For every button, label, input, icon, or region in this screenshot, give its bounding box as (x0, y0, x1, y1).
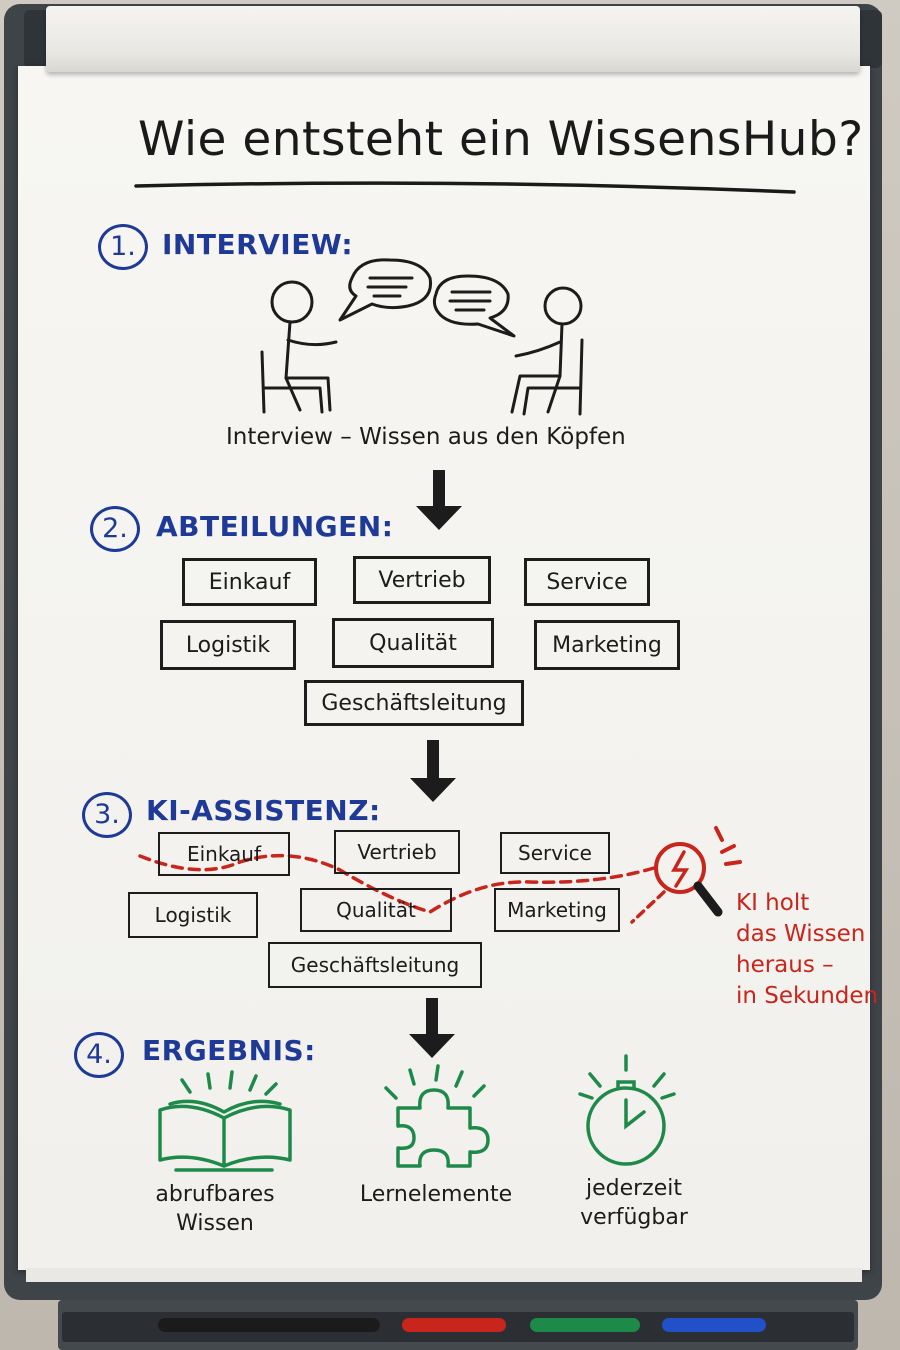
black-marker[interactable] (158, 1318, 380, 1332)
step-3-number: 3. (82, 792, 132, 838)
page-title: Wie entsteht ein WissensHub? (138, 112, 864, 167)
ai-note-line: heraus – (736, 952, 834, 978)
left-person-head (270, 280, 314, 324)
puzzle-piece-icon (384, 1064, 490, 1168)
dept-box-marketing: Marketing (534, 620, 680, 670)
step-4-title: ERGEBNIS: (142, 1034, 316, 1067)
arrow-down-2 (410, 740, 456, 802)
result-label-jederzeit-verfuegbar: jederzeit verfügbar (566, 1174, 702, 1232)
open-book-icon (158, 1070, 292, 1172)
ai-dept-box-marketing: Marketing (494, 888, 620, 932)
dept-box-qualitaet: Qualität (332, 618, 494, 668)
magnifier-icon (654, 826, 742, 917)
result-label-line: verfügbar (580, 1205, 688, 1230)
step-4-number: 4. (74, 1032, 124, 1078)
arrow-down-1 (416, 470, 462, 530)
step-1-number: 1. (98, 224, 148, 270)
ai-dept-box-geschaeftsleitung: Geschäftsleitung (268, 942, 482, 988)
ai-note-line: das Wissen (736, 921, 866, 947)
step-3-title: KI-ASSISTENZ: (146, 794, 381, 827)
ai-note-line: in Sekunden (736, 983, 879, 1009)
dept-box-service: Service (524, 558, 650, 606)
title-underline (134, 181, 796, 194)
red-marker[interactable] (402, 1318, 506, 1332)
result-label-line: Wissen (176, 1211, 254, 1236)
ai-dept-box-vertrieb: Vertrieb (334, 830, 460, 874)
right-person-head (543, 286, 583, 326)
dept-box-geschaeftsleitung: Geschäftsleitung (304, 680, 524, 726)
blue-marker[interactable] (662, 1318, 766, 1332)
interview-illustration (260, 258, 584, 416)
paper-bottom-edge (26, 1268, 862, 1282)
result-label-abrufbares-wissen: abrufbares Wissen (140, 1180, 290, 1238)
ai-note: KI holt das Wissen heraus – in Sekunden (736, 888, 878, 1012)
arrow-down-3 (409, 998, 455, 1058)
dept-box-einkauf: Einkauf (182, 558, 317, 606)
ai-dept-box-service: Service (500, 832, 610, 874)
interview-caption: Interview – Wissen aus den Köpfen (226, 424, 626, 450)
paper-roll (46, 6, 860, 72)
flow-arrows (409, 470, 462, 1058)
result-label-line: abrufbares (155, 1182, 275, 1207)
result-label-lernelemente: Lernelemente (356, 1180, 516, 1209)
speech-bubble-left (338, 258, 433, 322)
result-label-line: Lernelemente (359, 1182, 513, 1207)
green-marker[interactable] (530, 1318, 640, 1332)
left-chair (260, 350, 324, 414)
ai-search-path (138, 853, 656, 914)
ai-note-line: KI holt (736, 890, 810, 916)
ai-dept-box-einkauf: Einkauf (158, 832, 290, 876)
step-2-number: 2. (90, 506, 140, 552)
clock-icon (578, 1054, 676, 1166)
right-chair (522, 338, 584, 416)
speech-bubble-right (432, 274, 516, 338)
step-1-title: INTERVIEW: (162, 228, 354, 261)
ai-dept-box-qualitaet: Qualität (300, 888, 452, 932)
ai-dept-box-logistik: Logistik (128, 892, 258, 938)
dept-box-logistik: Logistik (160, 620, 296, 670)
dept-box-vertrieb: Vertrieb (353, 556, 491, 604)
step-2-title: ABTEILUNGEN: (156, 510, 394, 543)
result-label-line: jederzeit (585, 1176, 682, 1201)
